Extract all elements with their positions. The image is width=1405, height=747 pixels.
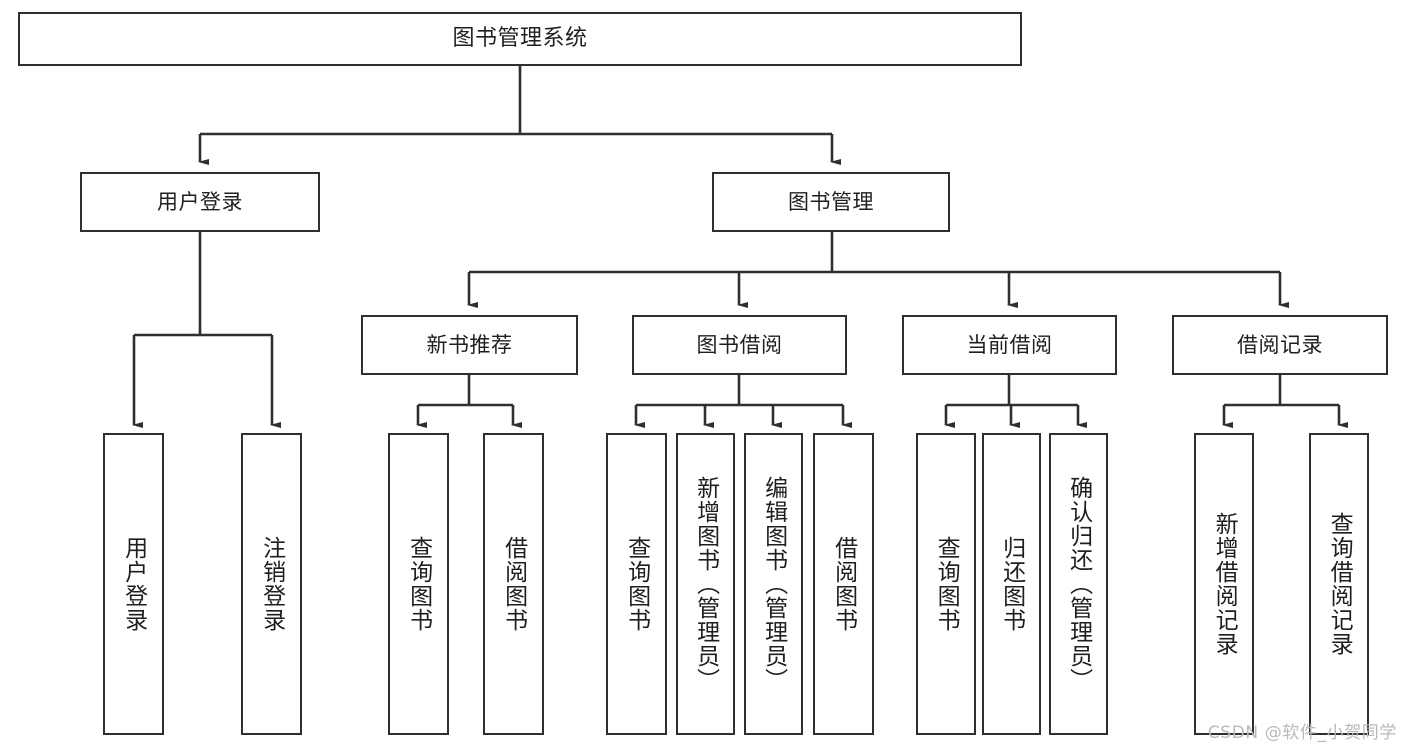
node-label: 查询借阅记录	[1326, 512, 1353, 656]
node-label: 用户登录	[120, 536, 147, 632]
node-label: 图书借阅	[696, 332, 783, 357]
node-label: 用户登录	[157, 189, 243, 214]
leaf-current-borrow-query[interactable]: 查询图书	[916, 433, 976, 735]
node-book-borrow[interactable]: 图书借阅	[632, 315, 847, 375]
node-label: 注销登录	[258, 536, 285, 632]
node-label: 归还图书	[998, 536, 1025, 632]
node-label: 借阅记录	[1237, 332, 1323, 357]
node-label: 查询图书	[405, 536, 432, 632]
leaf-new-book-borrow[interactable]: 借阅图书	[483, 433, 544, 735]
node-label: 当前借阅	[966, 332, 1053, 357]
node-label: 查询图书	[623, 536, 650, 632]
leaf-book-borrow-borrow[interactable]: 借阅图书	[813, 433, 874, 735]
leaf-user-login-signout[interactable]: 注销登录	[241, 433, 302, 735]
leaf-new-book-query[interactable]: 查询图书	[388, 433, 449, 735]
node-label: 确认归还（管理员）	[1065, 476, 1092, 692]
node-root-system[interactable]: 图书管理系统	[18, 12, 1022, 66]
leaf-user-login-signin[interactable]: 用户登录	[103, 433, 164, 735]
leaf-book-borrow-edit[interactable]: 编辑图书（管理员）	[744, 433, 803, 735]
node-label: 新增借阅记录	[1211, 512, 1238, 656]
node-label: 新书推荐	[426, 332, 513, 357]
leaf-borrow-record-add[interactable]: 新增借阅记录	[1194, 433, 1254, 735]
node-label: 借阅图书	[830, 536, 857, 632]
node-label: 借阅图书	[500, 536, 527, 632]
node-current-borrow[interactable]: 当前借阅	[902, 315, 1117, 375]
node-new-book-recommend[interactable]: 新书推荐	[361, 315, 578, 375]
csdn-watermark: CSDN @软件_小贺同学	[1207, 723, 1397, 743]
node-label: 图书管理	[788, 189, 874, 214]
node-user-login[interactable]: 用户登录	[80, 172, 320, 232]
node-book-management[interactable]: 图书管理	[712, 172, 950, 232]
leaf-book-borrow-query[interactable]: 查询图书	[606, 433, 667, 735]
leaf-book-borrow-add[interactable]: 新增图书（管理员）	[676, 433, 735, 735]
leaf-borrow-record-query[interactable]: 查询借阅记录	[1309, 433, 1369, 735]
leaf-current-borrow-confirm-return[interactable]: 确认归还（管理员）	[1049, 433, 1108, 735]
node-borrow-records[interactable]: 借阅记录	[1172, 315, 1388, 375]
node-label: 新增图书（管理员）	[692, 476, 719, 692]
node-label: 图书管理系统	[452, 26, 588, 52]
node-label: 查询图书	[933, 536, 960, 632]
node-label: 编辑图书（管理员）	[760, 476, 787, 692]
leaf-current-borrow-return[interactable]: 归还图书	[982, 433, 1041, 735]
